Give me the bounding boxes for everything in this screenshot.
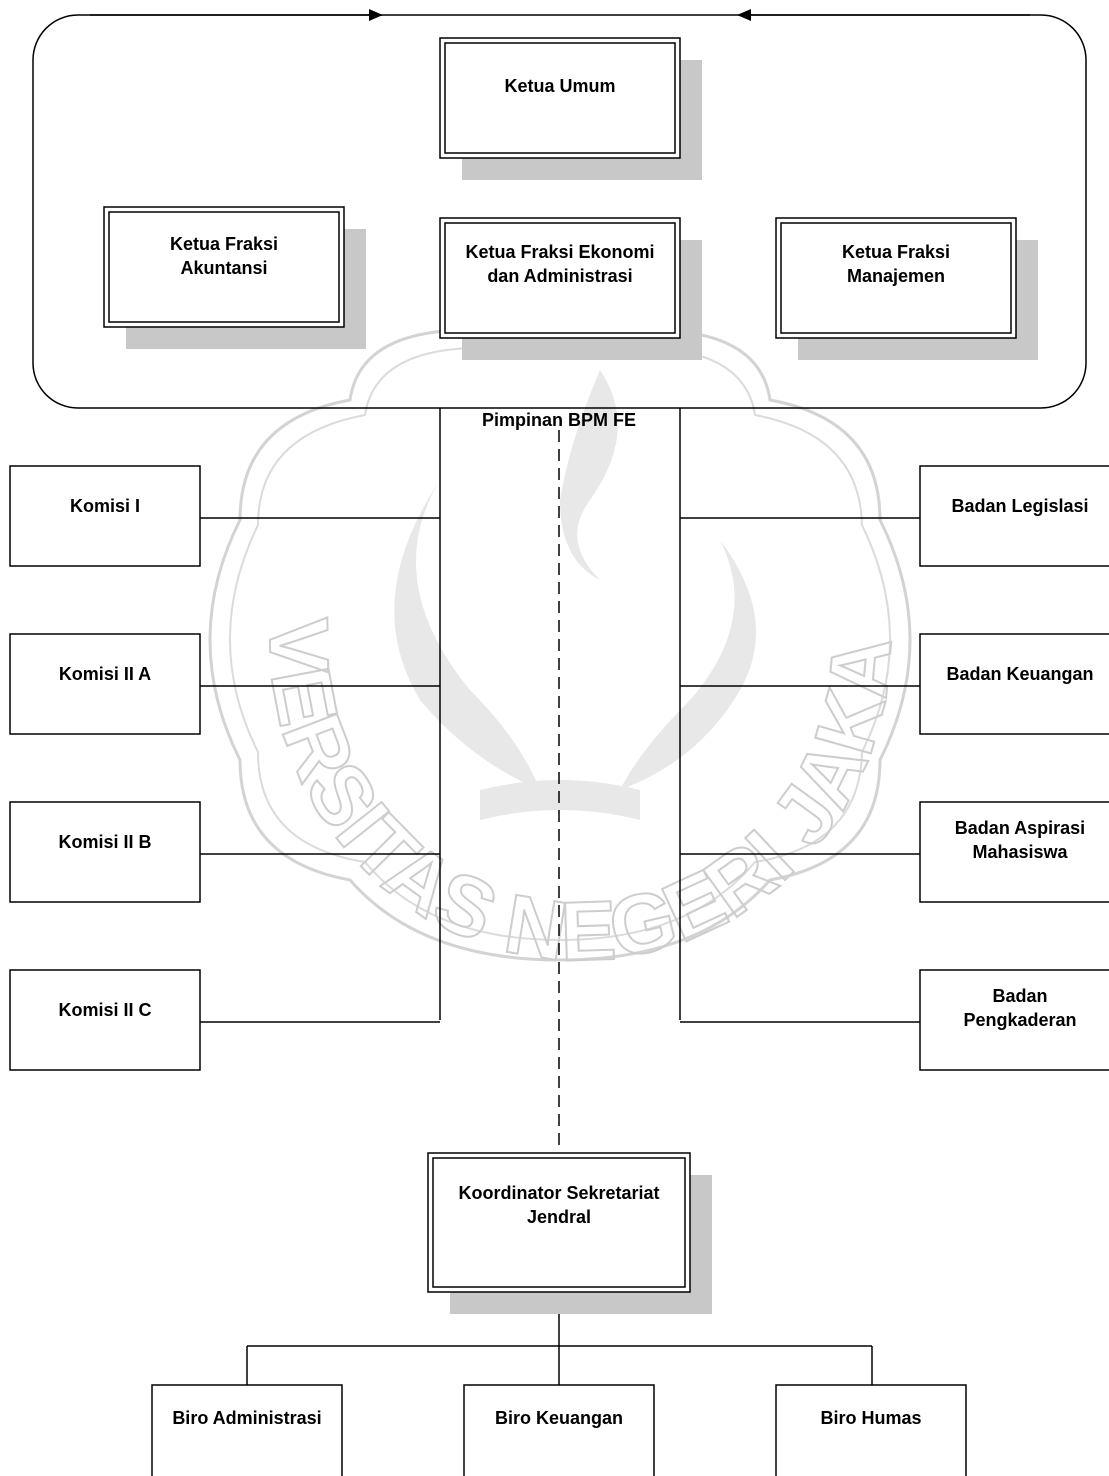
node-fraksi-akuntansi-label: Akuntansi (180, 258, 267, 278)
node-koordinator-label: Jendral (527, 1207, 591, 1227)
node-fraksi-ekonomi-label: dan Administrasi (487, 266, 632, 286)
node-commission-4-label: Komisi II C (58, 1000, 151, 1020)
node-bureau-3-label: Biro Humas (820, 1408, 921, 1428)
node-commission-1: Komisi I (9, 465, 201, 567)
node-bureau-1: Biro Administrasi (151, 1384, 343, 1476)
node-body-1-label: Badan Legislasi (951, 496, 1088, 516)
node-fraksi-akuntansi-label: Ketua Fraksi (170, 234, 278, 254)
node-body-4-label: Badan (992, 986, 1047, 1006)
leadership-frame (32, 14, 1087, 409)
node-fraksi-manajemen-label: Manajemen (847, 266, 945, 286)
node-bureau-2: Biro Keuangan (463, 1384, 655, 1476)
node-koordinator-label: Koordinator Sekretariat (458, 1183, 659, 1203)
node-bureau-1-label: Biro Administrasi (172, 1408, 321, 1428)
node-ketua-umum: Ketua Umum (439, 37, 702, 180)
node-ketua-umum-label: Ketua Umum (504, 76, 615, 96)
node-commission-3: Komisi II B (9, 801, 201, 903)
node-commission-2: Komisi II A (9, 633, 201, 735)
node-commission-3-label: Komisi II B (58, 832, 151, 852)
node-fraksi-ekonomi-label: Ketua Fraksi Ekonomi (465, 242, 654, 262)
node-body-4-label: Pengkaderan (963, 1010, 1076, 1030)
node-fraksi-ekonomi: Ketua Fraksi Ekonomi dan Administrasi (439, 217, 702, 360)
node-body-2: Badan Keuangan (919, 633, 1109, 735)
leadership-label: Pimpinan BPM FE (482, 410, 636, 430)
node-body-1: Badan Legislasi (919, 465, 1109, 567)
node-body-2-label: Badan Keuangan (946, 664, 1093, 684)
node-bureau-2-label: Biro Keuangan (495, 1408, 623, 1428)
node-commission-1-label: Komisi I (70, 496, 140, 516)
node-body-3-label: Mahasiswa (972, 842, 1068, 862)
node-fraksi-manajemen-label: Ketua Fraksi (842, 242, 950, 262)
connectors (200, 408, 920, 1385)
node-commission-2-label: Komisi II A (59, 664, 151, 684)
node-body-3-label: Badan Aspirasi (955, 818, 1085, 838)
node-bureau-3: Biro Humas (775, 1384, 967, 1476)
node-commission-4: Komisi II C (9, 969, 201, 1071)
